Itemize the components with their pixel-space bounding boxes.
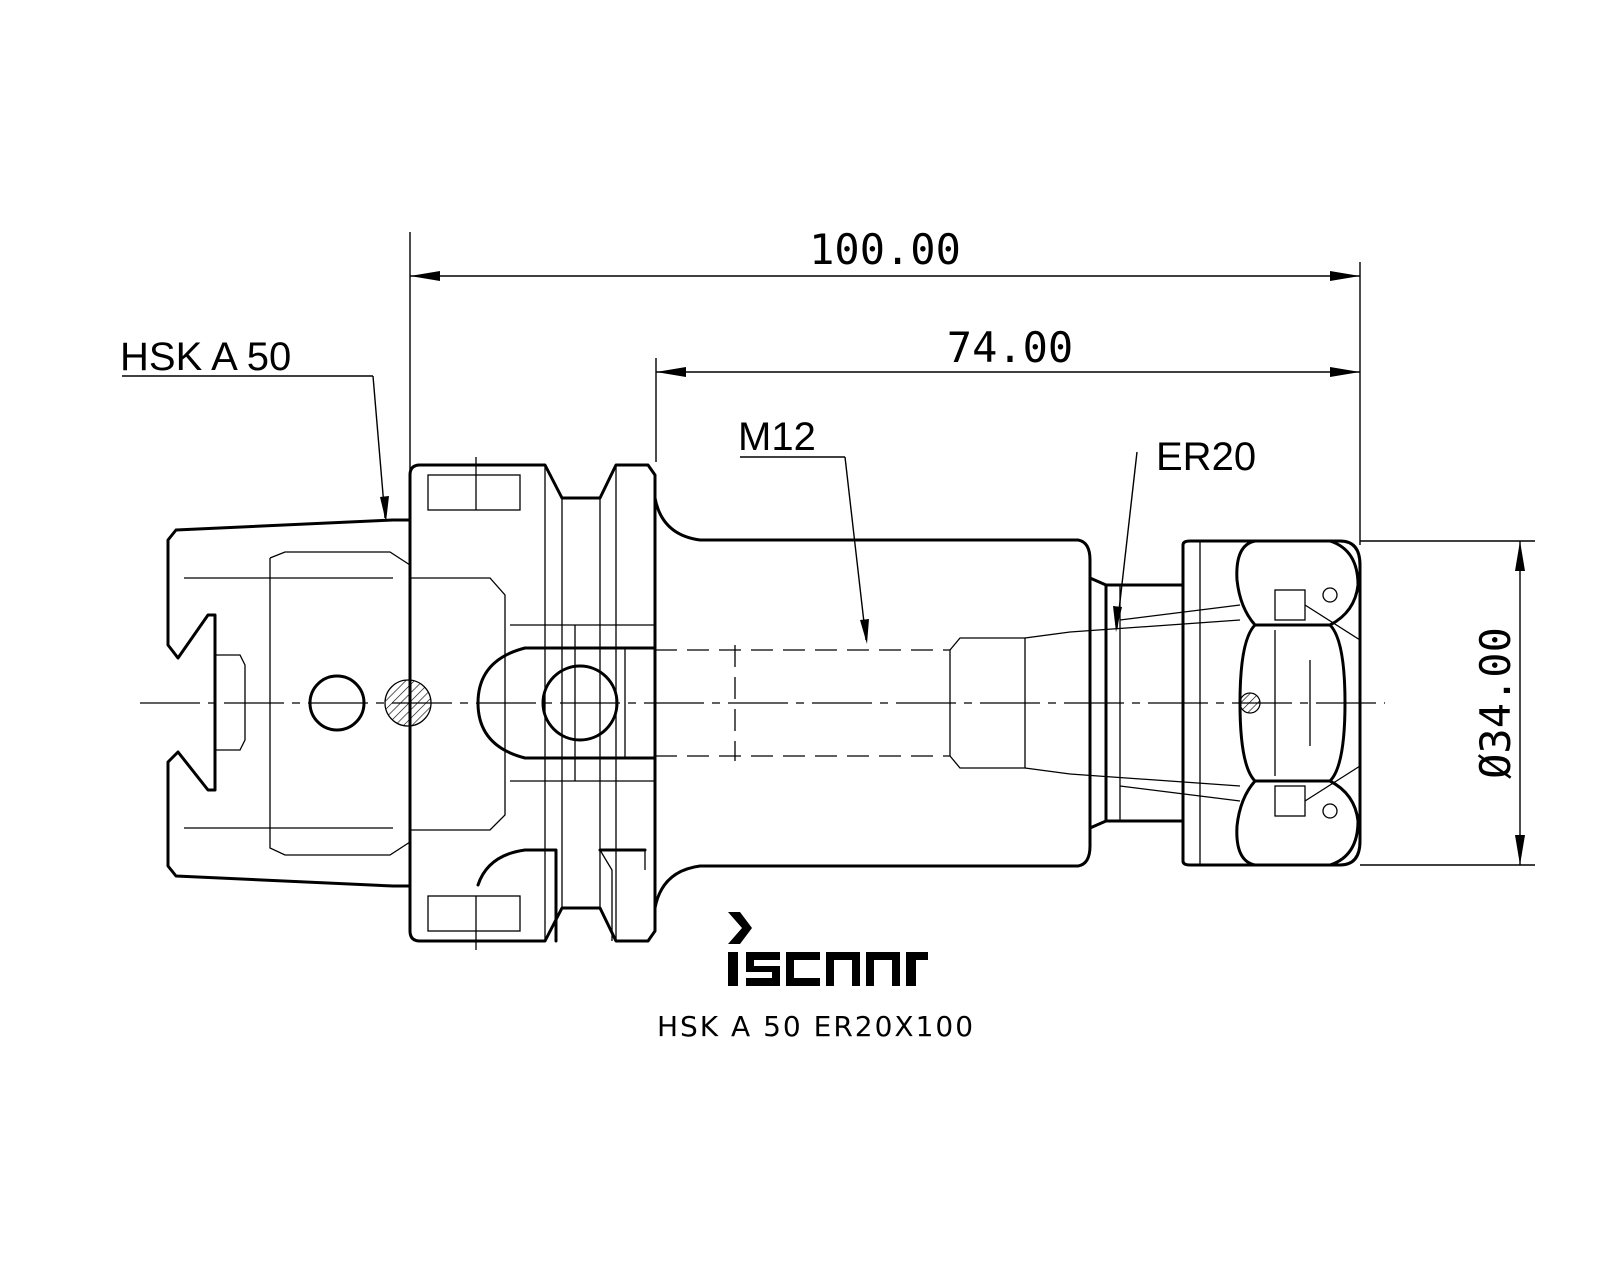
model-designation: HSK A 50 ER20X100 [657,1010,975,1043]
label-shank: HSK A 50 [120,335,389,522]
label-thread: M12 [738,415,869,644]
shank-label: HSK A 50 [120,335,291,379]
collet-label: ER20 [1156,435,1256,479]
overall-length-value: 100.00 [809,225,961,274]
iscar-logo: iscar [728,912,928,986]
thread-label: M12 [738,415,816,459]
dimension-overall-length: 100.00 [409,225,1361,545]
tool-holder-outline [140,457,1385,950]
dimension-body-length: 74.00 [655,323,1360,462]
dimension-diameter: Ø34.00 [1360,540,1535,866]
label-collet: ER20 [1113,435,1256,632]
body-length-value: 74.00 [947,323,1073,372]
diameter-value: Ø34.00 [1471,627,1520,779]
